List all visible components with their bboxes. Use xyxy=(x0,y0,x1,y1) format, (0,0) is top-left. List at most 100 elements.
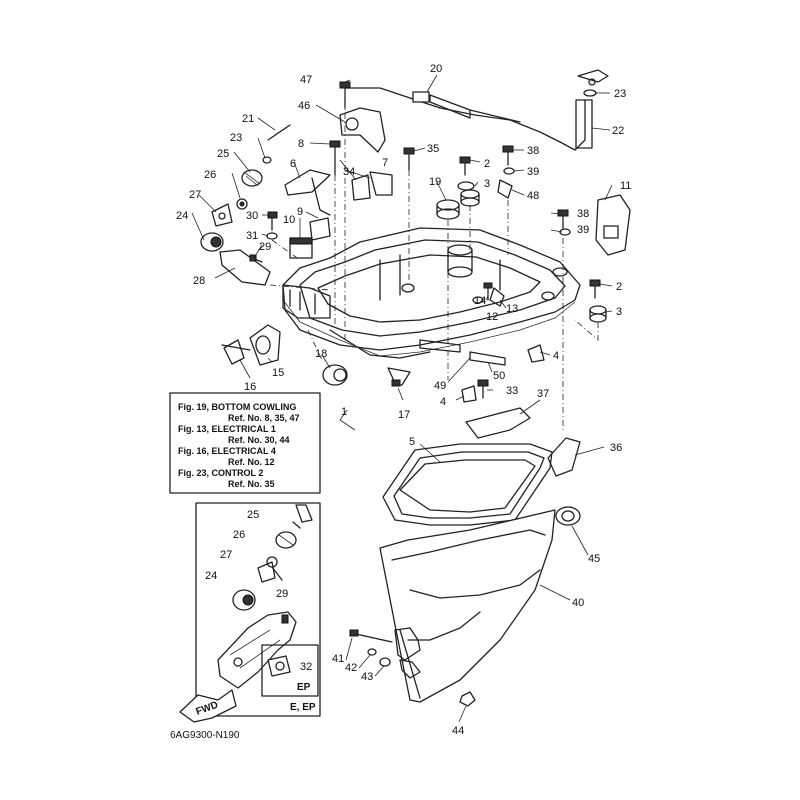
grommet-3-mid xyxy=(460,189,480,207)
screw-26-top xyxy=(236,198,248,210)
inset-variant-label: E, EP xyxy=(290,702,316,713)
callout-26-inset: 26 xyxy=(233,529,245,541)
callout-41: 41 xyxy=(332,653,344,665)
callout-9: 9 xyxy=(297,206,303,218)
inset-box: EP E, EP xyxy=(195,502,321,717)
callout-20: 20 xyxy=(430,63,442,75)
callout-27-top: 27 xyxy=(189,189,201,201)
bolt-8 xyxy=(329,140,341,176)
bolt-33 xyxy=(477,379,489,399)
callout-12: 12 xyxy=(486,311,498,323)
callout-24-inset: 24 xyxy=(205,570,217,582)
bolt-41 xyxy=(349,629,393,643)
leader-lines xyxy=(191,74,613,723)
damper-24-top xyxy=(200,232,224,252)
cable-20 xyxy=(344,87,586,151)
callout-22: 22 xyxy=(612,125,624,137)
fitting-17 xyxy=(387,367,411,387)
grommet-15 xyxy=(249,324,281,366)
grommet-25-top xyxy=(241,169,263,187)
callout-7: 7 xyxy=(382,157,388,169)
callout-44: 44 xyxy=(452,725,464,737)
seal-5 xyxy=(382,443,553,526)
bolt-35 xyxy=(403,147,415,171)
bolt-2-right xyxy=(589,279,601,299)
callout-2-right: 2 xyxy=(616,281,622,293)
callout-labels: 1 2 2 3 3 4 4 5 6 7 8 9 10 11 12 13 14 1… xyxy=(176,63,631,737)
callout-10: 10 xyxy=(283,214,295,226)
grommet-3-right xyxy=(589,305,607,323)
callout-36: 36 xyxy=(610,442,622,454)
callout-3-top: 3 xyxy=(484,178,490,190)
inset-damper-24 xyxy=(232,589,256,611)
collar-27-top xyxy=(211,203,233,227)
callout-4-mid: 4 xyxy=(440,396,446,408)
callout-29-top: 29 xyxy=(259,241,271,253)
callout-21: 21 xyxy=(242,113,254,125)
callout-38-top: 38 xyxy=(527,145,539,157)
screw-4-mid xyxy=(461,385,477,403)
washer-42 xyxy=(367,648,377,656)
lower-cowling-40 xyxy=(379,509,556,703)
grommet-23 xyxy=(583,89,597,97)
callout-25-inset: 25 xyxy=(247,509,259,521)
callout-33: 33 xyxy=(506,385,518,397)
callout-40: 40 xyxy=(572,597,584,609)
callout-39-right: 39 xyxy=(577,224,589,236)
plate-28 xyxy=(219,249,271,286)
callout-4-right: 4 xyxy=(553,350,559,362)
callout-38-right: 38 xyxy=(577,208,589,220)
bolt-2-top xyxy=(459,156,471,176)
callout-25-top: 25 xyxy=(217,148,229,160)
reference-box: Fig. 19, BOTTOM COWLING Ref. No. 8, 35, … xyxy=(169,392,321,494)
ref-line-8: Ref. No. 35 xyxy=(228,479,275,489)
callout-13: 13 xyxy=(506,303,518,315)
callout-26-top: 26 xyxy=(204,169,216,181)
bracket-36 xyxy=(547,437,581,477)
inset-grommet-25 xyxy=(275,531,297,549)
callout-6: 6 xyxy=(290,158,296,170)
stay-6 xyxy=(284,169,331,216)
callout-19: 19 xyxy=(429,176,441,188)
holder-9 xyxy=(309,217,331,241)
ref-line-4: Ref. No. 30, 44 xyxy=(228,435,290,445)
diagram-code: 6AG9300-N190 xyxy=(170,730,240,741)
callout-42: 42 xyxy=(345,662,357,674)
clamp-34 xyxy=(369,171,393,196)
callout-23-left: 23 xyxy=(230,132,242,144)
callout-18: 18 xyxy=(315,348,327,360)
grommet-16 xyxy=(221,339,251,365)
callout-43: 43 xyxy=(361,671,373,683)
washer-39-top xyxy=(503,167,515,175)
callout-39-top: 39 xyxy=(527,166,539,178)
bottom-cowling-pan xyxy=(282,227,581,366)
grommet-21 xyxy=(267,124,291,141)
callout-11: 11 xyxy=(620,180,631,192)
screw-4-right xyxy=(527,344,545,363)
callout-8: 8 xyxy=(298,138,304,150)
callout-15: 15 xyxy=(272,367,284,379)
grommet-3-top xyxy=(457,181,475,191)
callout-50: 50 xyxy=(493,370,505,382)
callout-34: 34 xyxy=(343,166,355,178)
bracket-46 xyxy=(339,107,386,153)
ref-line-1: Fig. 19, BOTTOM COWLING xyxy=(178,402,296,412)
inset-part-32 xyxy=(267,655,291,677)
nut-44 xyxy=(459,691,476,707)
callout-30: 30 xyxy=(246,210,258,222)
grommet-19 xyxy=(436,199,460,220)
callout-28: 28 xyxy=(193,275,205,287)
clip-48 xyxy=(497,179,513,199)
callout-47: 47 xyxy=(300,74,312,86)
callout-5: 5 xyxy=(409,436,415,448)
grommet-23b xyxy=(262,156,272,164)
inset-ep-label: EP xyxy=(297,682,311,693)
callout-32: 32 xyxy=(300,661,312,673)
ref-line-2: Ref. No. 8, 35, 47 xyxy=(228,413,300,423)
clip-7 xyxy=(351,174,371,201)
bush-near-18 xyxy=(322,364,348,386)
callout-35: 35 xyxy=(427,143,439,155)
hose-22 xyxy=(575,69,609,149)
bolt-38-top xyxy=(502,145,514,166)
washer-31 xyxy=(266,232,278,240)
